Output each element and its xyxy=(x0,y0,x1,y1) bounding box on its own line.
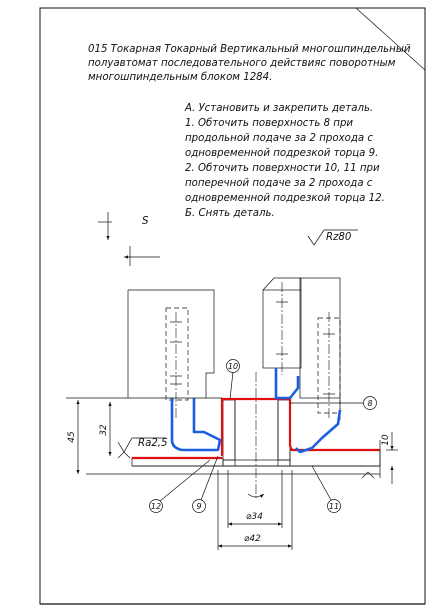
callout-11: 11 xyxy=(311,465,341,513)
dimension-45-label: 45 xyxy=(67,431,77,443)
callout-12: 12 xyxy=(149,459,211,513)
cutting-tool-right xyxy=(295,409,342,454)
step-line-4: одновременной подрезкой торца 9. xyxy=(185,148,378,159)
right-tool-block xyxy=(262,277,341,420)
callout-10-label: 10 xyxy=(228,362,238,371)
step-line-6: поперечной подаче за 2 прохода с xyxy=(185,178,373,189)
operation-line-3: многошпиндельным блоком 1284. xyxy=(88,71,272,83)
callout-11-label: 11 xyxy=(329,502,339,511)
callout-9: 9 xyxy=(192,455,219,513)
dimension-d34-label: ⌀34 xyxy=(246,512,263,522)
callout-8: 8 xyxy=(290,396,377,410)
dimension-d34: ⌀34 xyxy=(227,470,283,528)
locating-symbol-right xyxy=(361,471,375,479)
step-line-7: одновременной подрезкой торца 12. xyxy=(185,193,385,204)
dimension-10-label: 10 xyxy=(381,434,391,446)
step-line-5: 2. Обточить поверхности 10, 11 при xyxy=(185,162,380,174)
dimension-10: 10 xyxy=(381,432,398,484)
operation-line-1: 015 Токарная Токарный Вертикальный много… xyxy=(88,44,411,55)
callout-9-label: 9 xyxy=(196,502,201,511)
callout-8-label: 8 xyxy=(367,399,372,408)
dimension-32: 32 xyxy=(99,402,112,456)
cutting-tool-upper xyxy=(274,368,300,400)
step-line-1: А. Установить и закрепить деталь. xyxy=(184,103,373,114)
feed-label: S xyxy=(142,216,149,227)
dimension-32-label: 32 xyxy=(99,424,109,436)
dimension-d42: ⌀42 xyxy=(217,470,293,550)
roughness-local-symbol: Ra2,5 xyxy=(117,437,168,453)
step-line-2: 1. Обточить поверхность 8 при xyxy=(185,117,353,129)
roughness-general-symbol: Rz80 xyxy=(307,229,358,246)
feed-direction-arrows: S xyxy=(98,212,160,266)
cutting-tool-left xyxy=(170,398,222,452)
drawing-frame xyxy=(39,7,426,605)
locating-symbol-left xyxy=(117,451,131,459)
step-line-3: продольной подаче за 2 прохода с xyxy=(185,133,373,144)
step-line-8: Б. Снять деталь. xyxy=(185,208,275,219)
callout-10: 10 xyxy=(226,359,240,400)
roughness-local-label: Ra2,5 xyxy=(138,438,168,449)
rotation-arrow xyxy=(247,493,265,498)
operation-line-2: полуавтомат последовательного действияс … xyxy=(88,58,396,69)
dimension-45: 45 xyxy=(67,400,80,474)
machined-surface-8-9 xyxy=(220,397,292,456)
corner-stroke xyxy=(355,7,426,71)
roughness-general-label: Rz80 xyxy=(326,232,351,243)
callout-12-label: 12 xyxy=(151,502,161,511)
dimension-d42-label: ⌀42 xyxy=(244,534,261,544)
left-tool-block xyxy=(127,289,215,420)
machined-surface-10-11 xyxy=(289,445,380,452)
